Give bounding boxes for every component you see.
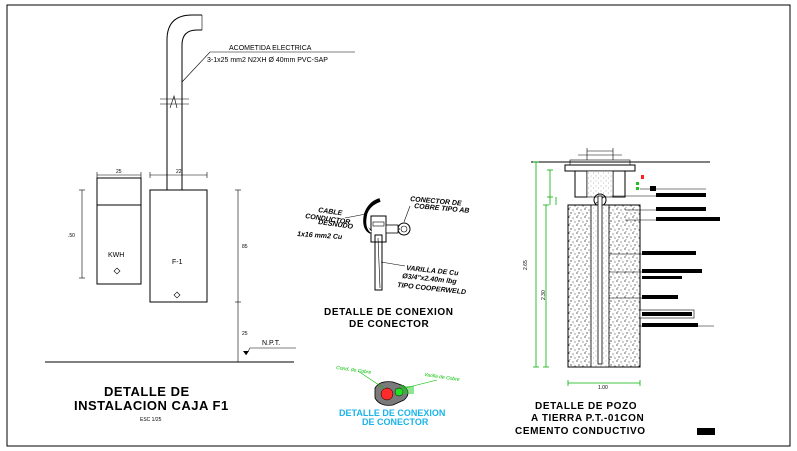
dim-100: 1.00 [598, 385, 608, 391]
dim-265: 2.65 [523, 260, 529, 270]
dim-25-top: 25 [116, 169, 122, 175]
conector-detail: CABLE CONDUCTOR DESNUDO 1x16 mm2 Cu CONE… [297, 196, 470, 330]
dim-85: 85 [242, 244, 248, 250]
varilla-cobre-label: Varilla de Cobre [424, 372, 460, 383]
caja-title-1: DETALLE DE [104, 384, 190, 399]
pozo-tierra-detail: 2.65 2.30 1.00 DETALLE DE POZO A TIERRA … [515, 148, 720, 437]
varilla-cobre-dot [394, 387, 404, 397]
pozo-title-1: DETALLE DE POZO [535, 401, 637, 412]
conector-label-2: COBRE TIPO AB [414, 203, 470, 215]
caja-scale: ESC 1/25 [140, 417, 162, 423]
cable-label-3: DESNUDO [318, 219, 354, 231]
kwh-label: KWH [108, 252, 124, 259]
varilla-rod [374, 234, 383, 291]
pozo-varilla [597, 195, 603, 365]
kwh-box [96, 177, 142, 285]
cond-cobre-label: Cond. de Cobre [336, 365, 372, 376]
dim-22-top: 22 [176, 169, 182, 175]
dim-230: 2.30 [541, 290, 547, 300]
conector-title-1: DETALLE DE CONEXION [324, 307, 454, 318]
npt-label: N.P.T. [262, 340, 280, 347]
conduit-pipe [166, 14, 202, 155]
pozo-cover [564, 164, 636, 172]
caja-title-2: INSTALACION CAJA F1 [74, 398, 229, 413]
caja-f1-detail: ACOMETIDA ELECTRICA 3-1x25 mm2 N2XH Ø 40… [45, 14, 355, 423]
pozo-title-3: CEMENTO CONDUCTIVO [515, 426, 646, 437]
page-frame [6, 4, 791, 447]
f1-label: F-1 [172, 259, 183, 266]
conector-label-1: CONECTOR DE [410, 196, 462, 207]
conector-color-detail: Cond. de Cobre Varilla de Cobre DETALLE … [336, 365, 460, 427]
cond-cobre-dot [380, 387, 394, 401]
dim-25-lower: 25 [242, 331, 248, 337]
cable-spec: 3-1x25 mm2 N2XH Ø 40mm PVC-SAP [207, 57, 328, 64]
dim-50: .50 [68, 233, 75, 239]
f1-box [149, 189, 208, 303]
conector-color-title-1: DETALLE DE CONEXION [339, 408, 445, 418]
conector-title-2: DE CONECTOR [349, 319, 429, 330]
pozo-title-2: A TIERRA P.T.-01CON [531, 413, 644, 424]
cable-title: ACOMETIDA ELECTRICA [229, 45, 312, 52]
cable-label-4: 1x16 mm2 Cu [297, 231, 343, 241]
cable-label-1: CABLE [318, 207, 343, 217]
conector-color-title-2: DE CONECTOR [362, 417, 429, 427]
